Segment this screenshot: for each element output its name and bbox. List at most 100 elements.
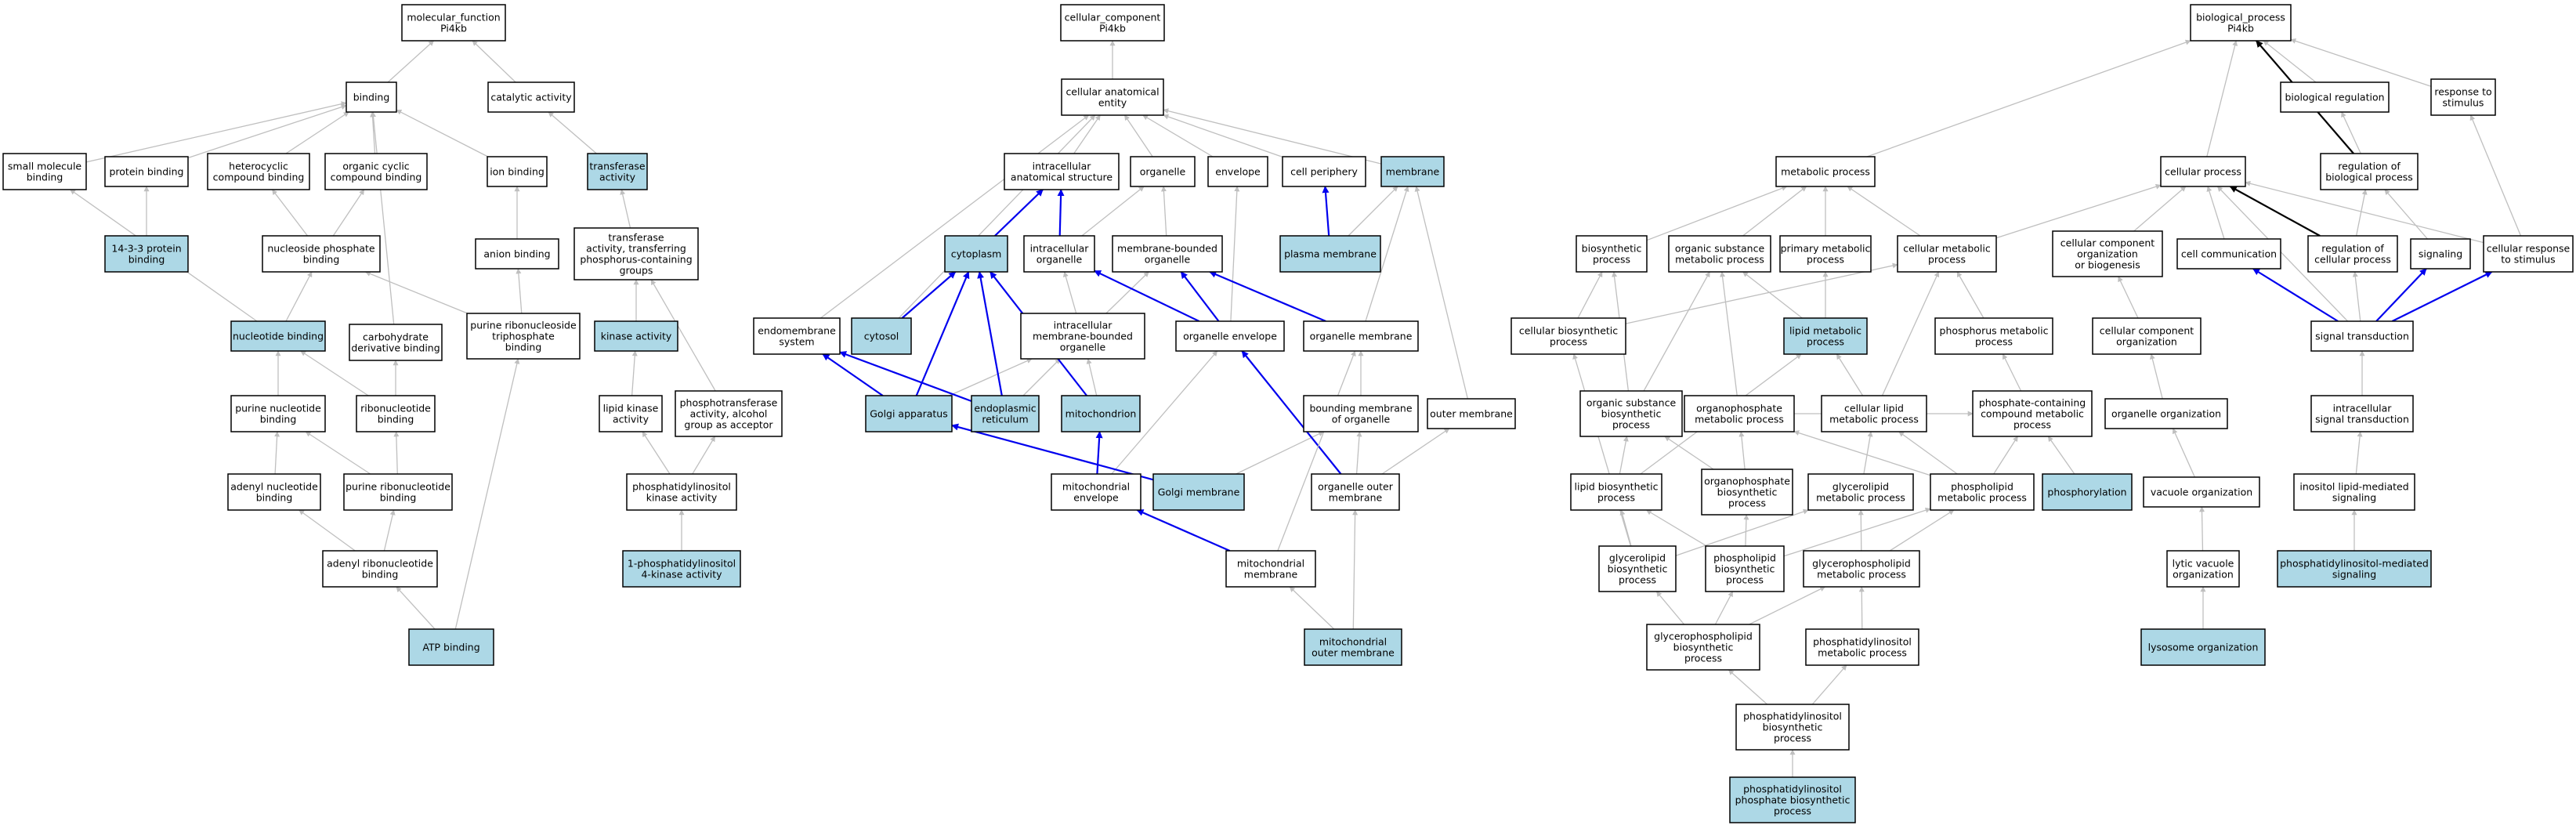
node-organelle[interactable]: organelle — [1130, 156, 1196, 187]
node-nucleotide_b[interactable]: nucleotide binding — [230, 320, 326, 352]
node-ion_b[interactable]: ion binding — [487, 156, 548, 187]
node-atp_b[interactable]: ATP binding — [408, 628, 494, 666]
node-mito[interactable]: mitochondrion — [1061, 395, 1141, 432]
node-protein_b[interactable]: protein binding — [104, 156, 189, 187]
node-vacuole_org[interactable]: vacuole organization — [2143, 476, 2260, 508]
node-outer_mem[interactable]: outer membrane — [1427, 398, 1516, 429]
node-metab[interactable]: metabolic process — [1775, 156, 1876, 187]
node-box — [1279, 235, 1381, 273]
node-phosphorylation[interactable]: phosphorylation — [2042, 473, 2133, 511]
node-signaling[interactable]: signaling — [2410, 238, 2471, 270]
node-sig_trans[interactable]: signal transduction — [2310, 320, 2414, 352]
node-plasma_mem[interactable]: plasma membrane — [1279, 235, 1381, 273]
node-bio_reg[interactable]: biological regulation — [2280, 81, 2390, 113]
node-membrane[interactable]: membrane — [1380, 156, 1445, 187]
node-anion_b[interactable]: anion binding — [475, 238, 559, 270]
node-cell_proc[interactable]: cellular process — [2160, 156, 2246, 187]
node-catalytic[interactable]: catalytic activity — [487, 81, 575, 113]
node-label-line: biosynthetic — [1608, 563, 1668, 575]
node-cell_periphery[interactable]: cell periphery — [1282, 156, 1366, 187]
node-org_membrane[interactable]: organelle membrane — [1303, 320, 1419, 352]
node-golgi_mem[interactable]: Golgi membrane — [1152, 473, 1245, 511]
node-org_envelope[interactable]: organelle envelope — [1175, 320, 1285, 352]
edge-outer_mem-to-membrane — [1414, 186, 1469, 400]
node-organelle_org[interactable]: organelle organization — [2104, 398, 2228, 429]
node-golgi_app[interactable]: Golgi apparatus — [865, 395, 953, 432]
node-binding[interactable]: binding — [346, 81, 397, 113]
node-cell_comm[interactable]: cell communication — [2176, 238, 2281, 270]
edge-pi_kinase-to-lipid_kinase — [642, 431, 671, 475]
node-lyso_org[interactable]: lysosome organization — [2140, 628, 2266, 666]
node-envelope[interactable]: envelope — [1207, 156, 1268, 187]
node-kinase[interactable]: kinase activity — [594, 320, 678, 352]
node-cytosol[interactable]: cytosol — [851, 317, 912, 355]
node-cytoplasm[interactable]: cytoplasm — [944, 235, 1008, 273]
